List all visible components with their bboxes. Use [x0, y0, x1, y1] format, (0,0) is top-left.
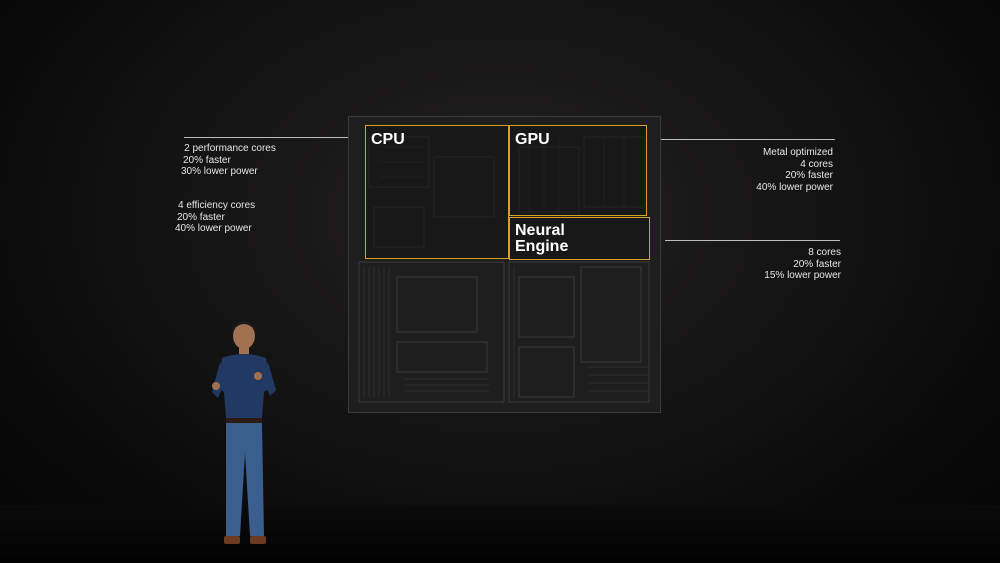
stage-floor — [0, 505, 1000, 563]
note-line: 4 cores — [800, 158, 833, 170]
note-line: 20% faster — [177, 211, 225, 223]
note-line: 30% lower power — [181, 166, 258, 178]
presenter-figure — [212, 321, 276, 544]
neural-engine-label-line2: Engine — [515, 238, 569, 255]
cpu-block: CPU — [365, 125, 509, 259]
neural-engine-block: Neural Engine — [509, 217, 650, 260]
note-line: 40% lower power — [756, 182, 833, 194]
chip-die: CPU GPU Neural Engine — [349, 117, 660, 412]
neural-connector-line — [665, 240, 840, 241]
note-line: 4 efficiency cores — [178, 200, 256, 211]
note-line: Metal optimized — [762, 147, 833, 158]
gpu-connector-line — [660, 139, 835, 140]
neural-engine-label-line1: Neural — [515, 222, 565, 239]
note-line: 20% faster — [785, 170, 833, 182]
cpu-label: CPU — [371, 131, 405, 148]
note-line: 20% faster — [793, 258, 841, 270]
note-line: 15% lower power — [764, 270, 841, 282]
neural-engine-note: 8 cores 20% faster 15% lower power — [720, 247, 841, 282]
gpu-label: GPU — [515, 131, 550, 148]
cpu-performance-note: 2 performance cores 20% faster 30% lower… — [170, 143, 290, 178]
cpu-connector-line — [184, 137, 356, 138]
note-line: 2 performance cores — [184, 143, 276, 154]
gpu-note: Metal optimized 4 cores 20% faster 40% l… — [710, 147, 833, 194]
neural-engine-label: Neural Engine — [515, 223, 568, 255]
gpu-block: GPU — [509, 125, 647, 216]
note-line: 40% lower power — [175, 223, 252, 235]
cpu-efficiency-note: 4 efficiency cores 20% faster 40% lower … — [164, 200, 274, 235]
note-line: 8 cores — [808, 247, 841, 258]
note-line: 20% faster — [183, 154, 231, 166]
